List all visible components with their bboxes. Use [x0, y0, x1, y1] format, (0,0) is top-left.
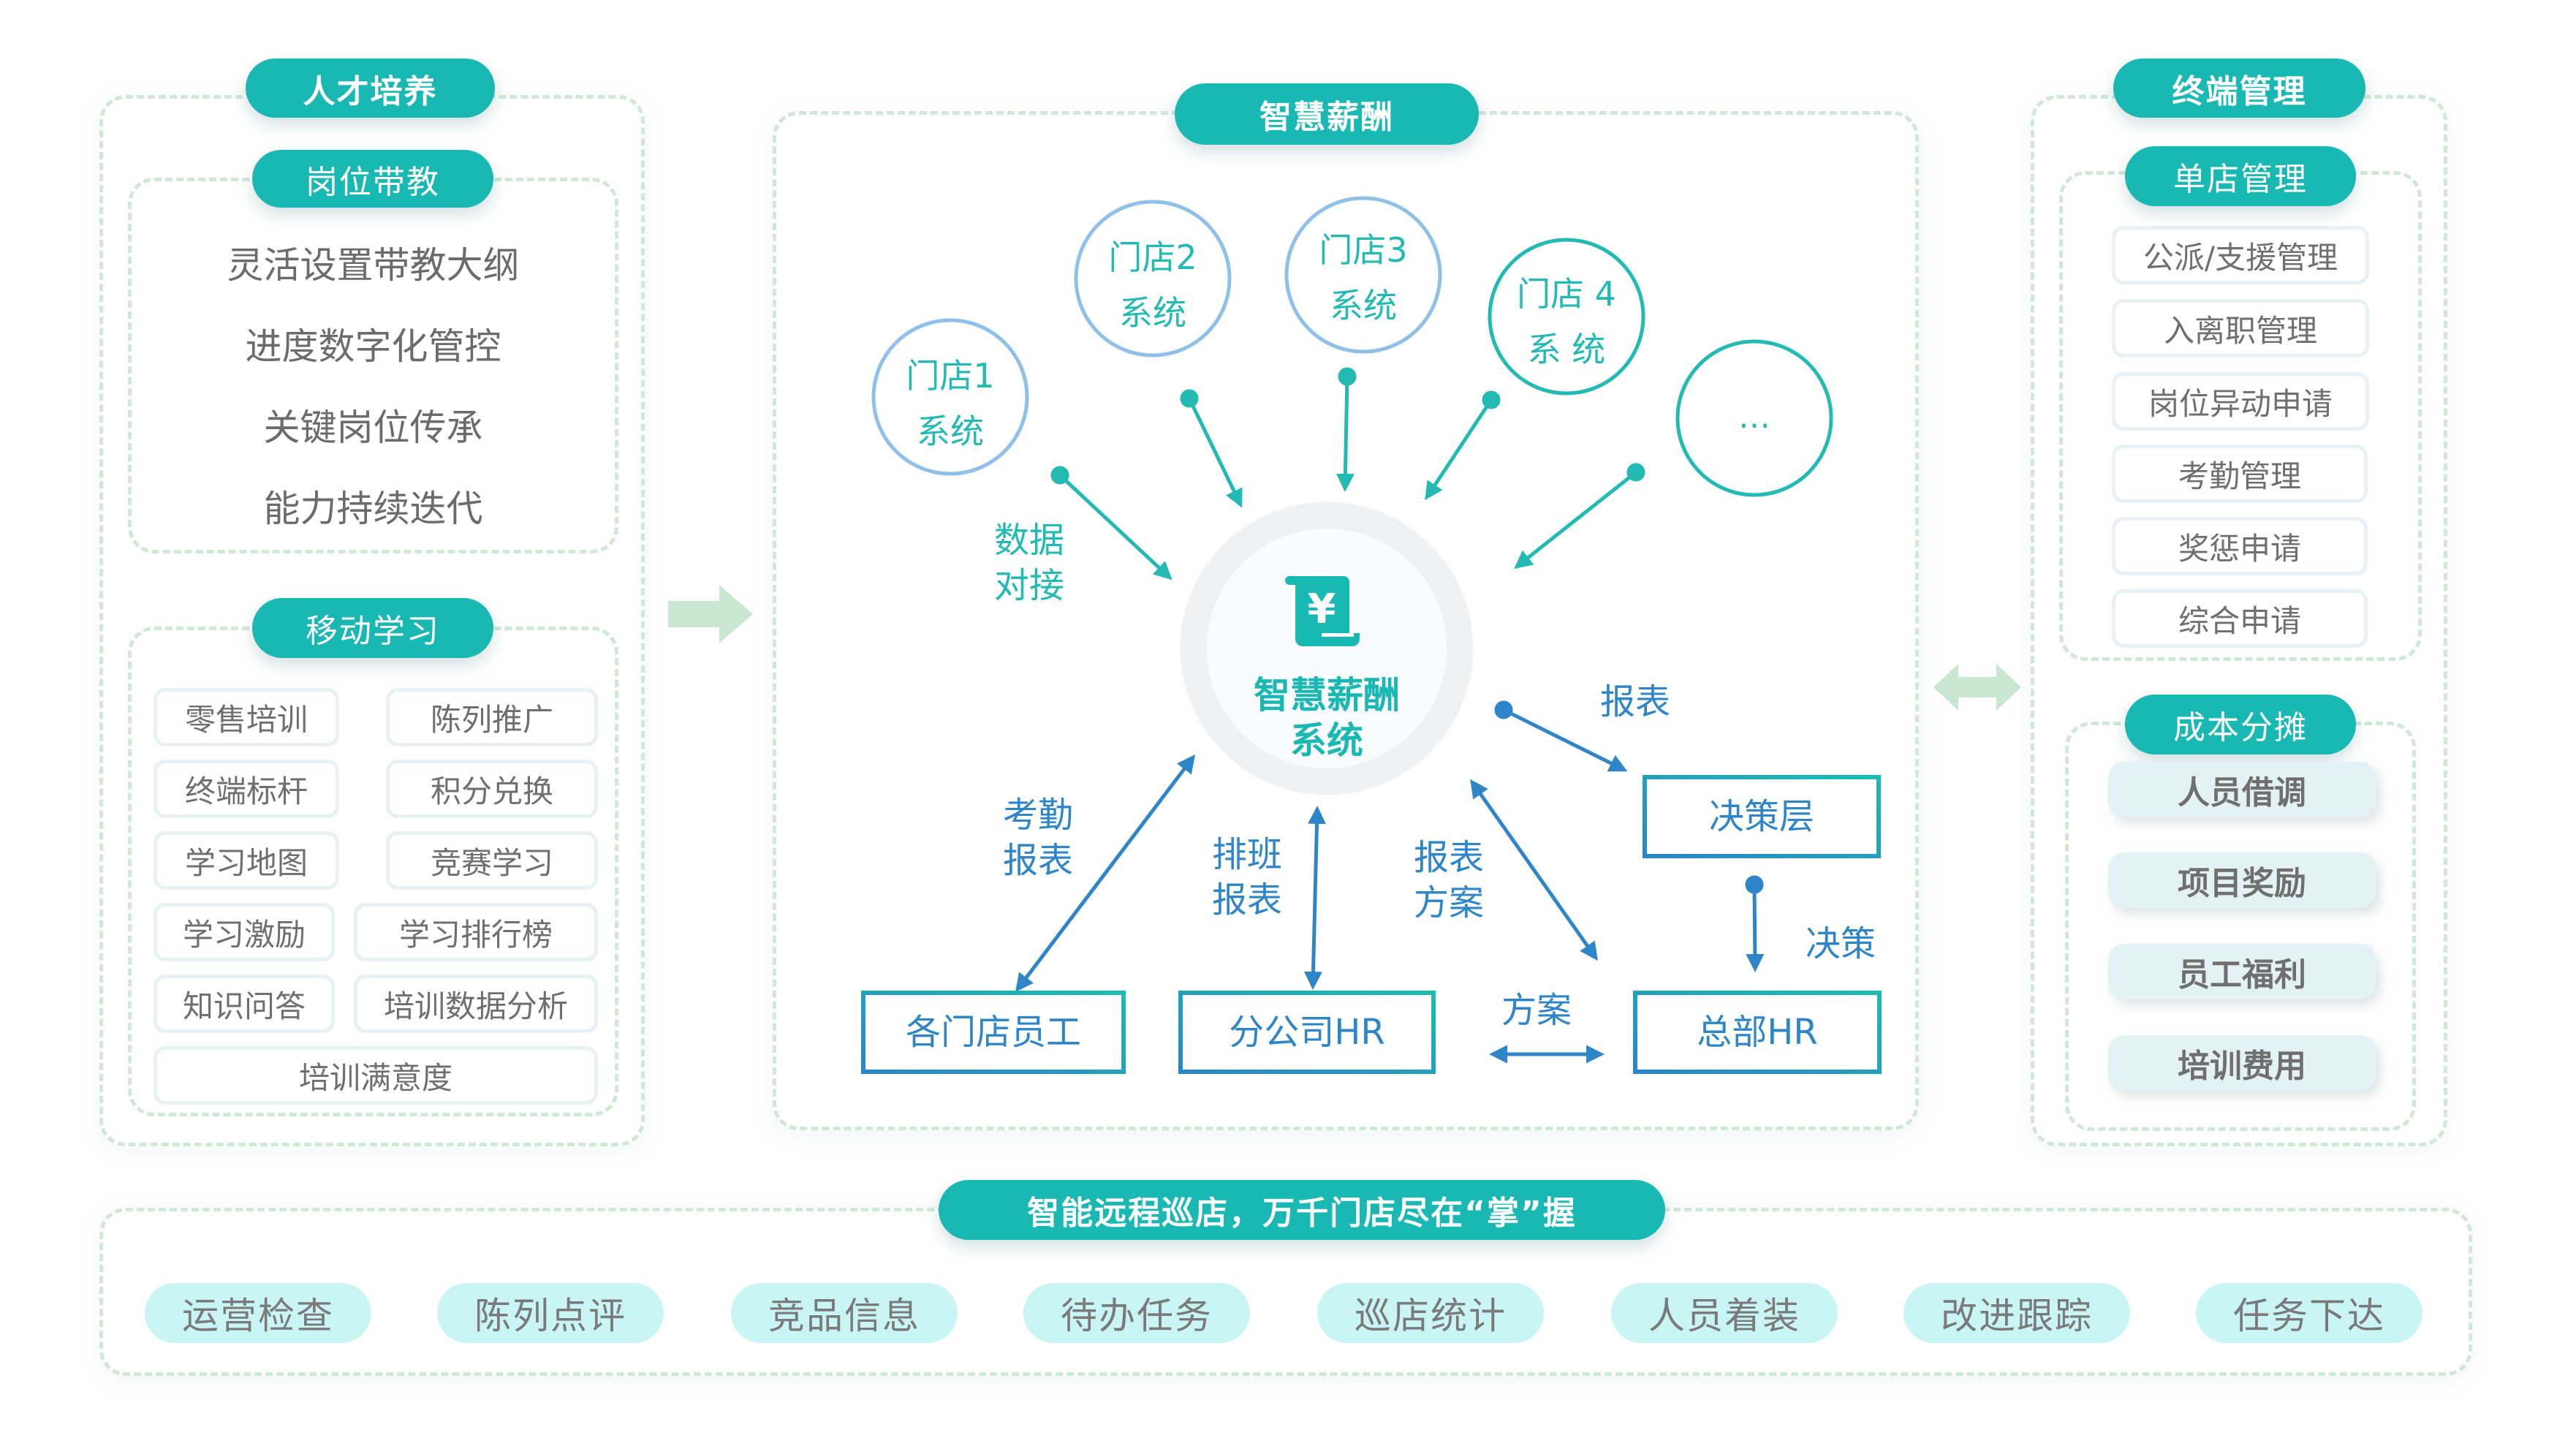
- talent-title-pill: 人才培养: [246, 58, 495, 118]
- box-branch-hr: 分公司HR: [1178, 991, 1436, 1074]
- box-store-staff-label: 各门店员工: [906, 1012, 1081, 1053]
- mentoring-line: 能力持续迭代: [263, 488, 483, 530]
- store-mgmt-item[interactable]: 公派/支援管理: [2112, 226, 2369, 284]
- box-store-staff: 各门店员工: [861, 991, 1126, 1074]
- cost-item[interactable]: 人员借调: [2108, 762, 2376, 817]
- patrol-tag[interactable]: 人员着装: [1611, 1283, 1838, 1343]
- core-system: ¥ 智慧薪酬 系统: [1179, 501, 1474, 796]
- learning-chip[interactable]: 零售培训: [154, 688, 339, 746]
- mentoring-lines: 灵活设置带教大纲 进度数字化管控 关键岗位传承 能力持续迭代: [128, 178, 618, 553]
- data-arrow: [1425, 398, 1493, 501]
- box-branch-hr-label: 分公司HR: [1229, 1012, 1384, 1053]
- mentoring-title-pill: 岗位带教: [252, 150, 493, 208]
- data-arrows: [1050, 367, 1645, 580]
- mobile-learning-title-pill: 移动学习: [252, 598, 493, 658]
- attendance-label-2: 报表: [1003, 840, 1073, 881]
- learning-chip[interactable]: 终端标杆: [154, 760, 339, 818]
- data-arrow: [1336, 376, 1355, 492]
- patrol-tag[interactable]: 巡店统计: [1317, 1283, 1544, 1343]
- yen-scroll-icon: ¥: [1285, 576, 1360, 646]
- more-ellipsis: …: [1738, 398, 1770, 436]
- learning-chip[interactable]: 知识问答: [154, 975, 335, 1033]
- store-1-line1: 门店1: [906, 356, 994, 396]
- cost-allocation-title-pill: 成本分摊: [2125, 695, 2356, 754]
- terminal-title-pill: 终端管理: [2113, 58, 2365, 118]
- cost-item[interactable]: 培训费用: [2108, 1035, 2376, 1091]
- data-arrow: [1514, 471, 1637, 570]
- learning-chip[interactable]: 学习排行榜: [354, 903, 598, 961]
- data-label-line2: 对接: [994, 565, 1064, 606]
- cost-item[interactable]: 项目奖励: [2108, 852, 2376, 908]
- schedule-label-1: 排班: [1212, 834, 1282, 875]
- remote-patrol-title-pill: 智能远程巡店，万千门店尽在“掌”握: [939, 1180, 1665, 1240]
- attendance-arrow: [1015, 754, 1196, 992]
- patrol-tag[interactable]: 陈列点评: [437, 1283, 664, 1343]
- store-mgmt-item[interactable]: 奖惩申请: [2112, 517, 2368, 575]
- decision-label: 决策: [1806, 923, 1876, 964]
- store-circle-2: 门店2 系统: [1074, 200, 1232, 357]
- store-4-line1: 门店 4: [1517, 274, 1616, 314]
- learning-chip[interactable]: 培训满意度: [154, 1046, 598, 1105]
- store-2-line1: 门店2: [1108, 238, 1197, 277]
- data-label-line1: 数据: [994, 520, 1064, 561]
- patrol-tag[interactable]: 任务下达: [2196, 1283, 2422, 1343]
- store-circle-more: …: [1675, 339, 1833, 497]
- box-decision-layer-label: 决策层: [1709, 796, 1814, 837]
- svg-text:¥: ¥: [1308, 586, 1336, 633]
- learning-chip[interactable]: 学习地图: [154, 831, 339, 890]
- store-3-line1: 门店3: [1319, 230, 1407, 270]
- decision-arrow: [1746, 884, 1765, 972]
- report-plan-arrow: [1470, 779, 1598, 961]
- schedule-arrow: [1303, 806, 1327, 990]
- double-arrow-icon: [1933, 664, 2021, 711]
- right-arrow-icon: [668, 585, 753, 643]
- data-arrow: [1058, 474, 1173, 580]
- store-3-line2: 系统: [1330, 286, 1397, 325]
- single-store-title-pill: 单店管理: [2125, 146, 2356, 206]
- store-4-line2: 系 统: [1528, 330, 1606, 369]
- store-mgmt-item[interactable]: 入离职管理: [2112, 299, 2369, 357]
- plan-label: 方案: [1501, 990, 1572, 1031]
- store-mgmt-item[interactable]: 综合申请: [2112, 589, 2368, 648]
- report-arrow: [1502, 708, 1628, 772]
- learning-chip[interactable]: 陈列推广: [386, 688, 598, 746]
- learning-chip[interactable]: 竞赛学习: [386, 831, 598, 890]
- mentoring-line: 灵活设置带教大纲: [227, 244, 520, 287]
- box-hq-hr-label: 总部HR: [1697, 1012, 1817, 1053]
- box-hq-hr: 总部HR: [1633, 991, 1882, 1074]
- schedule-label-2: 报表: [1212, 879, 1282, 920]
- mentoring-line: 进度数字化管控: [245, 325, 501, 368]
- store-circle-1: 门店1 系统: [871, 318, 1029, 476]
- report-plan-label-1: 报表: [1414, 837, 1484, 878]
- store-circle-3: 门店3 系统: [1284, 196, 1442, 354]
- core-title-line1: 智慧薪酬: [1254, 674, 1400, 716]
- report-plan-label-2: 方案: [1414, 882, 1484, 923]
- store-2-line2: 系统: [1119, 293, 1186, 333]
- patrol-tag[interactable]: 待办任务: [1023, 1283, 1250, 1343]
- learning-chip[interactable]: 培训数据分析: [354, 975, 598, 1033]
- data-arrow: [1187, 397, 1243, 508]
- learning-chip[interactable]: 积分兑换: [386, 760, 598, 818]
- learning-chip[interactable]: 学习激励: [154, 903, 335, 961]
- store-mgmt-item[interactable]: 岗位异动申请: [2112, 372, 2369, 431]
- attendance-label-1: 考勤: [1003, 795, 1073, 836]
- core-title-line2: 系统: [1290, 719, 1363, 762]
- store-circle-4: 门店 4 系 统: [1488, 238, 1645, 396]
- cost-item[interactable]: 员工福利: [2108, 944, 2376, 999]
- patrol-tag[interactable]: 改进跟踪: [1903, 1283, 2130, 1343]
- blue-arrows: [1015, 700, 1765, 1064]
- store-1-line2: 系统: [917, 412, 984, 451]
- box-decision-layer: 决策层: [1643, 775, 1881, 858]
- patrol-tag[interactable]: 竞品信息: [731, 1283, 958, 1343]
- store-mgmt-item[interactable]: 考勤管理: [2112, 444, 2368, 503]
- salary-title-pill: 智慧薪酬: [1175, 83, 1479, 145]
- report-label: 报表: [1600, 681, 1670, 722]
- mentoring-line: 关键岗位传承: [263, 406, 483, 449]
- patrol-tag[interactable]: 运营检查: [145, 1283, 371, 1343]
